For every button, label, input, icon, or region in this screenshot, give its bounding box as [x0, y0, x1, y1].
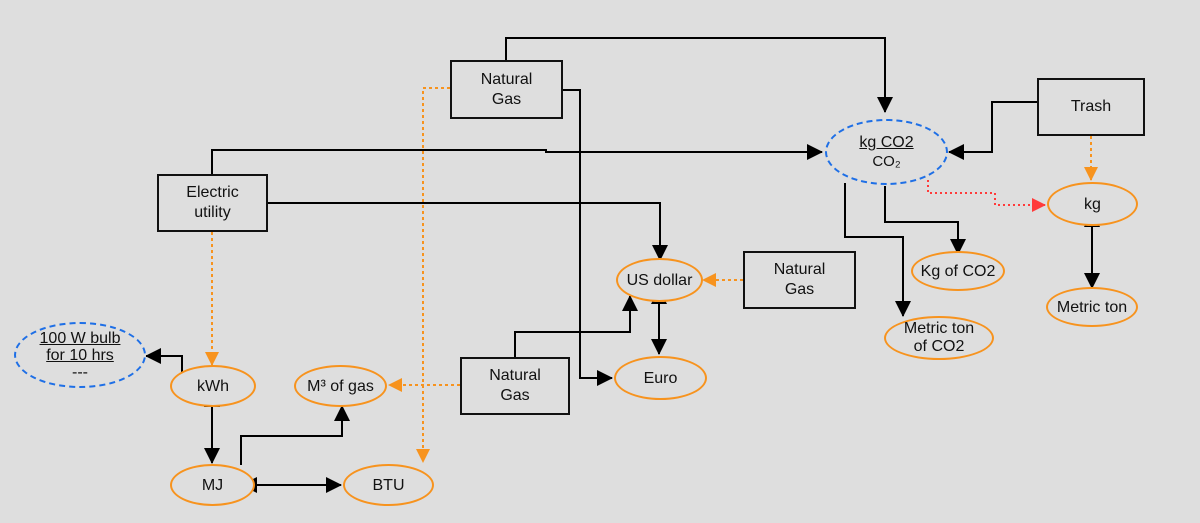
- node-kg-co2[interactable]: kg CO2 CO₂: [825, 119, 948, 185]
- edge-natgas-top-to-euro: [563, 89, 613, 386]
- node-metric-ton[interactable]: Metric ton: [1046, 287, 1138, 327]
- bulb-line-1: 100 W bulb: [39, 329, 121, 347]
- kg-co2-subtitle: CO₂: [872, 153, 901, 170]
- edge-kgco2-to-kg: [927, 180, 1046, 212]
- edge-electric-to-usdollar: [268, 202, 668, 261]
- edge-natgas-mid-to-usdollar: [514, 295, 638, 358]
- node-electric-utility[interactable]: Electric utility: [157, 174, 268, 232]
- kg-co2-title: kg CO2: [859, 134, 914, 151]
- bulb-line-2: for 10 hrs: [46, 346, 114, 364]
- node-natural-gas-mid[interactable]: Natural Gas: [460, 357, 570, 415]
- node-m3-gas[interactable]: M³ of gas: [294, 365, 387, 407]
- node-euro[interactable]: Euro: [614, 356, 707, 400]
- node-btu[interactable]: BTU: [343, 464, 434, 506]
- bulb-line-3: ---: [72, 363, 88, 381]
- edge-electric-to-kgco2: [211, 144, 823, 175]
- edge-mj-to-m3gas: [240, 405, 350, 465]
- edge-kgco2-to-kg-of-co2: [884, 186, 966, 255]
- node-metric-ton-of-co2[interactable]: Metric ton of CO2: [884, 316, 994, 360]
- node-us-dollar[interactable]: US dollar: [616, 258, 703, 302]
- edge-kgco2-to-metric-ton-co2: [844, 183, 911, 317]
- node-natural-gas-top[interactable]: Natural Gas: [450, 60, 563, 119]
- node-kwh[interactable]: kWh: [170, 365, 256, 407]
- node-trash[interactable]: Trash: [1037, 78, 1145, 136]
- edge-kwh-to-bulb: [145, 348, 183, 373]
- node-kg-of-co2[interactable]: Kg of CO2: [911, 251, 1005, 291]
- edge-natgas-top-to-btu: [416, 87, 450, 463]
- edge-trash-to-kgco2: [948, 101, 1037, 160]
- node-kg[interactable]: kg: [1047, 182, 1138, 226]
- node-100w-bulb[interactable]: 100 W bulb for 10 hrs ---: [14, 322, 146, 388]
- node-mj[interactable]: MJ: [170, 464, 255, 506]
- edge-natgas-top-to-kgco2: [505, 37, 893, 113]
- node-natural-gas-right[interactable]: Natural Gas: [743, 251, 856, 309]
